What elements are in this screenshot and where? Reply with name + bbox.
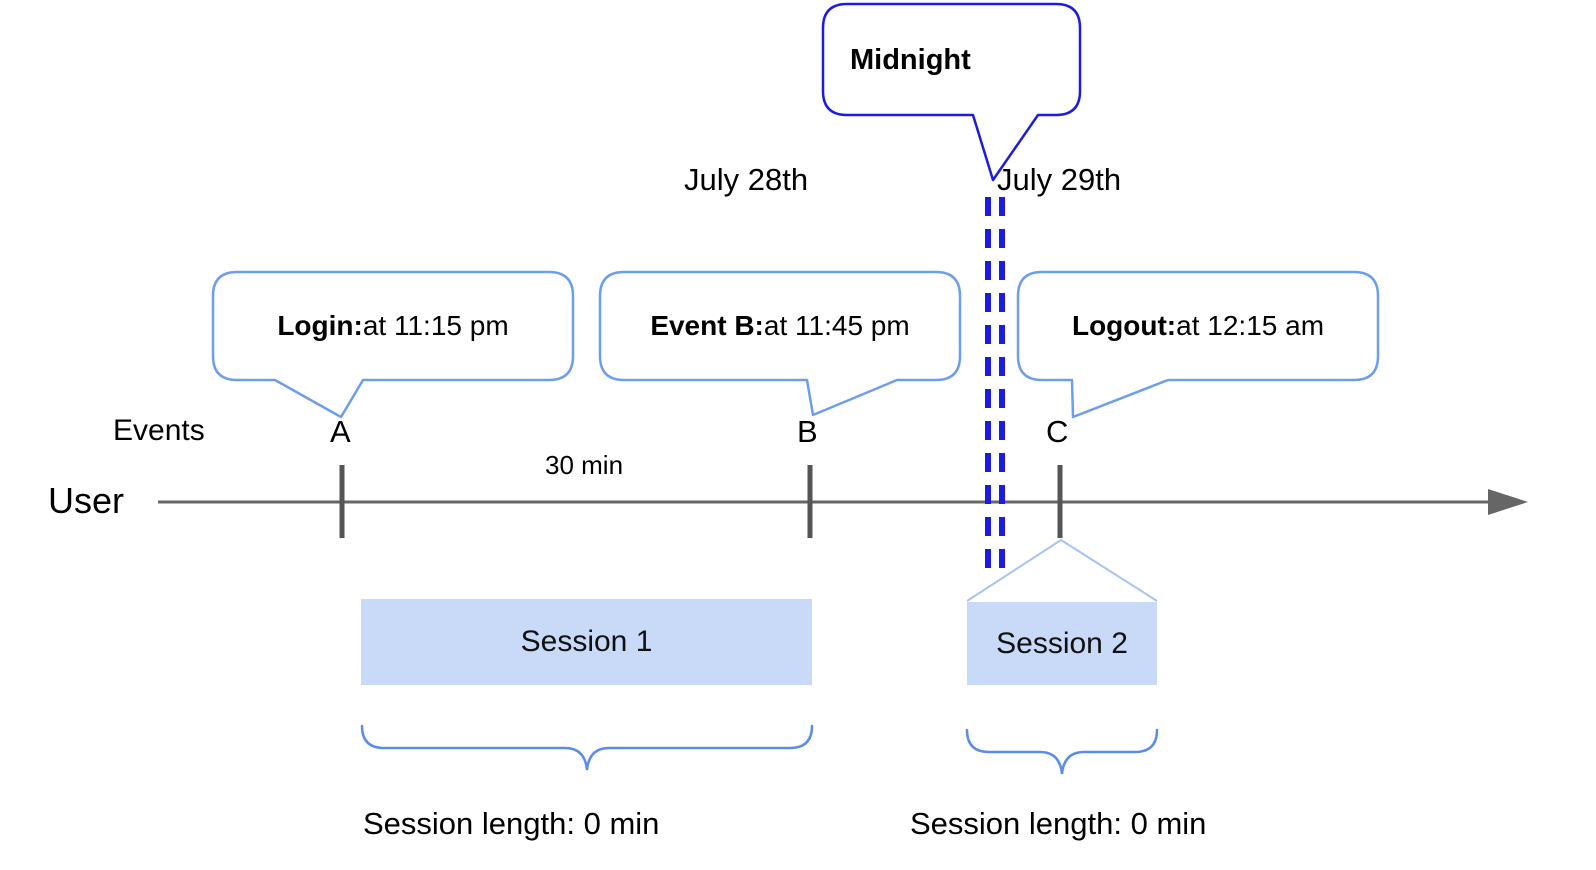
interval-30min-label: 30 min: [545, 450, 624, 480]
login-callout-prefix: Login:: [277, 310, 363, 341]
timeline-arrowhead-icon: [1488, 489, 1528, 515]
event-marker-a: A: [330, 414, 351, 449]
event-marker-c: C: [1046, 414, 1069, 449]
date-label-july-28: July 28th: [684, 162, 809, 197]
logout-callout-text: Logout: at 12:15 am: [1018, 272, 1378, 380]
session2-connector-lines: [966, 538, 1158, 602]
session2-label: Session 2: [996, 626, 1128, 660]
login-callout-bubble: [211, 270, 575, 419]
user-axis-label: User: [48, 480, 125, 521]
session1-length-label: Session length: 0 min: [363, 806, 660, 841]
session1-length-brace: [360, 724, 814, 771]
logout-callout-bubble: [1016, 270, 1380, 419]
date-label-july-29: July 29th: [997, 162, 1122, 197]
event-b-callout-prefix: Event B:: [650, 310, 764, 341]
logout-callout-prefix: Logout:: [1071, 310, 1177, 341]
event-b-callout-text: Event B: at 11:45 pm: [600, 272, 960, 380]
session2-length-brace: [965, 728, 1159, 775]
session2-length-label: Session length: 0 min: [910, 806, 1207, 841]
logout-callout-time: at 12:15 am: [1176, 310, 1325, 341]
event-b-callout-bubble: [598, 270, 962, 417]
midnight-callout-bubble: [821, 2, 1082, 182]
session1-bar: Session 1: [361, 599, 812, 685]
login-callout-text: Login: at 11:15 pm: [213, 272, 573, 380]
session2-bar: Session 2: [967, 602, 1157, 685]
event-marker-b: B: [797, 414, 818, 449]
midnight-callout-label: Midnight: [850, 44, 971, 76]
session1-label: Session 1: [520, 625, 653, 658]
event-b-callout-time: at 11:45 pm: [763, 310, 910, 341]
events-row-label: Events: [113, 414, 205, 447]
login-callout-time: at 11:15 pm: [362, 310, 509, 341]
